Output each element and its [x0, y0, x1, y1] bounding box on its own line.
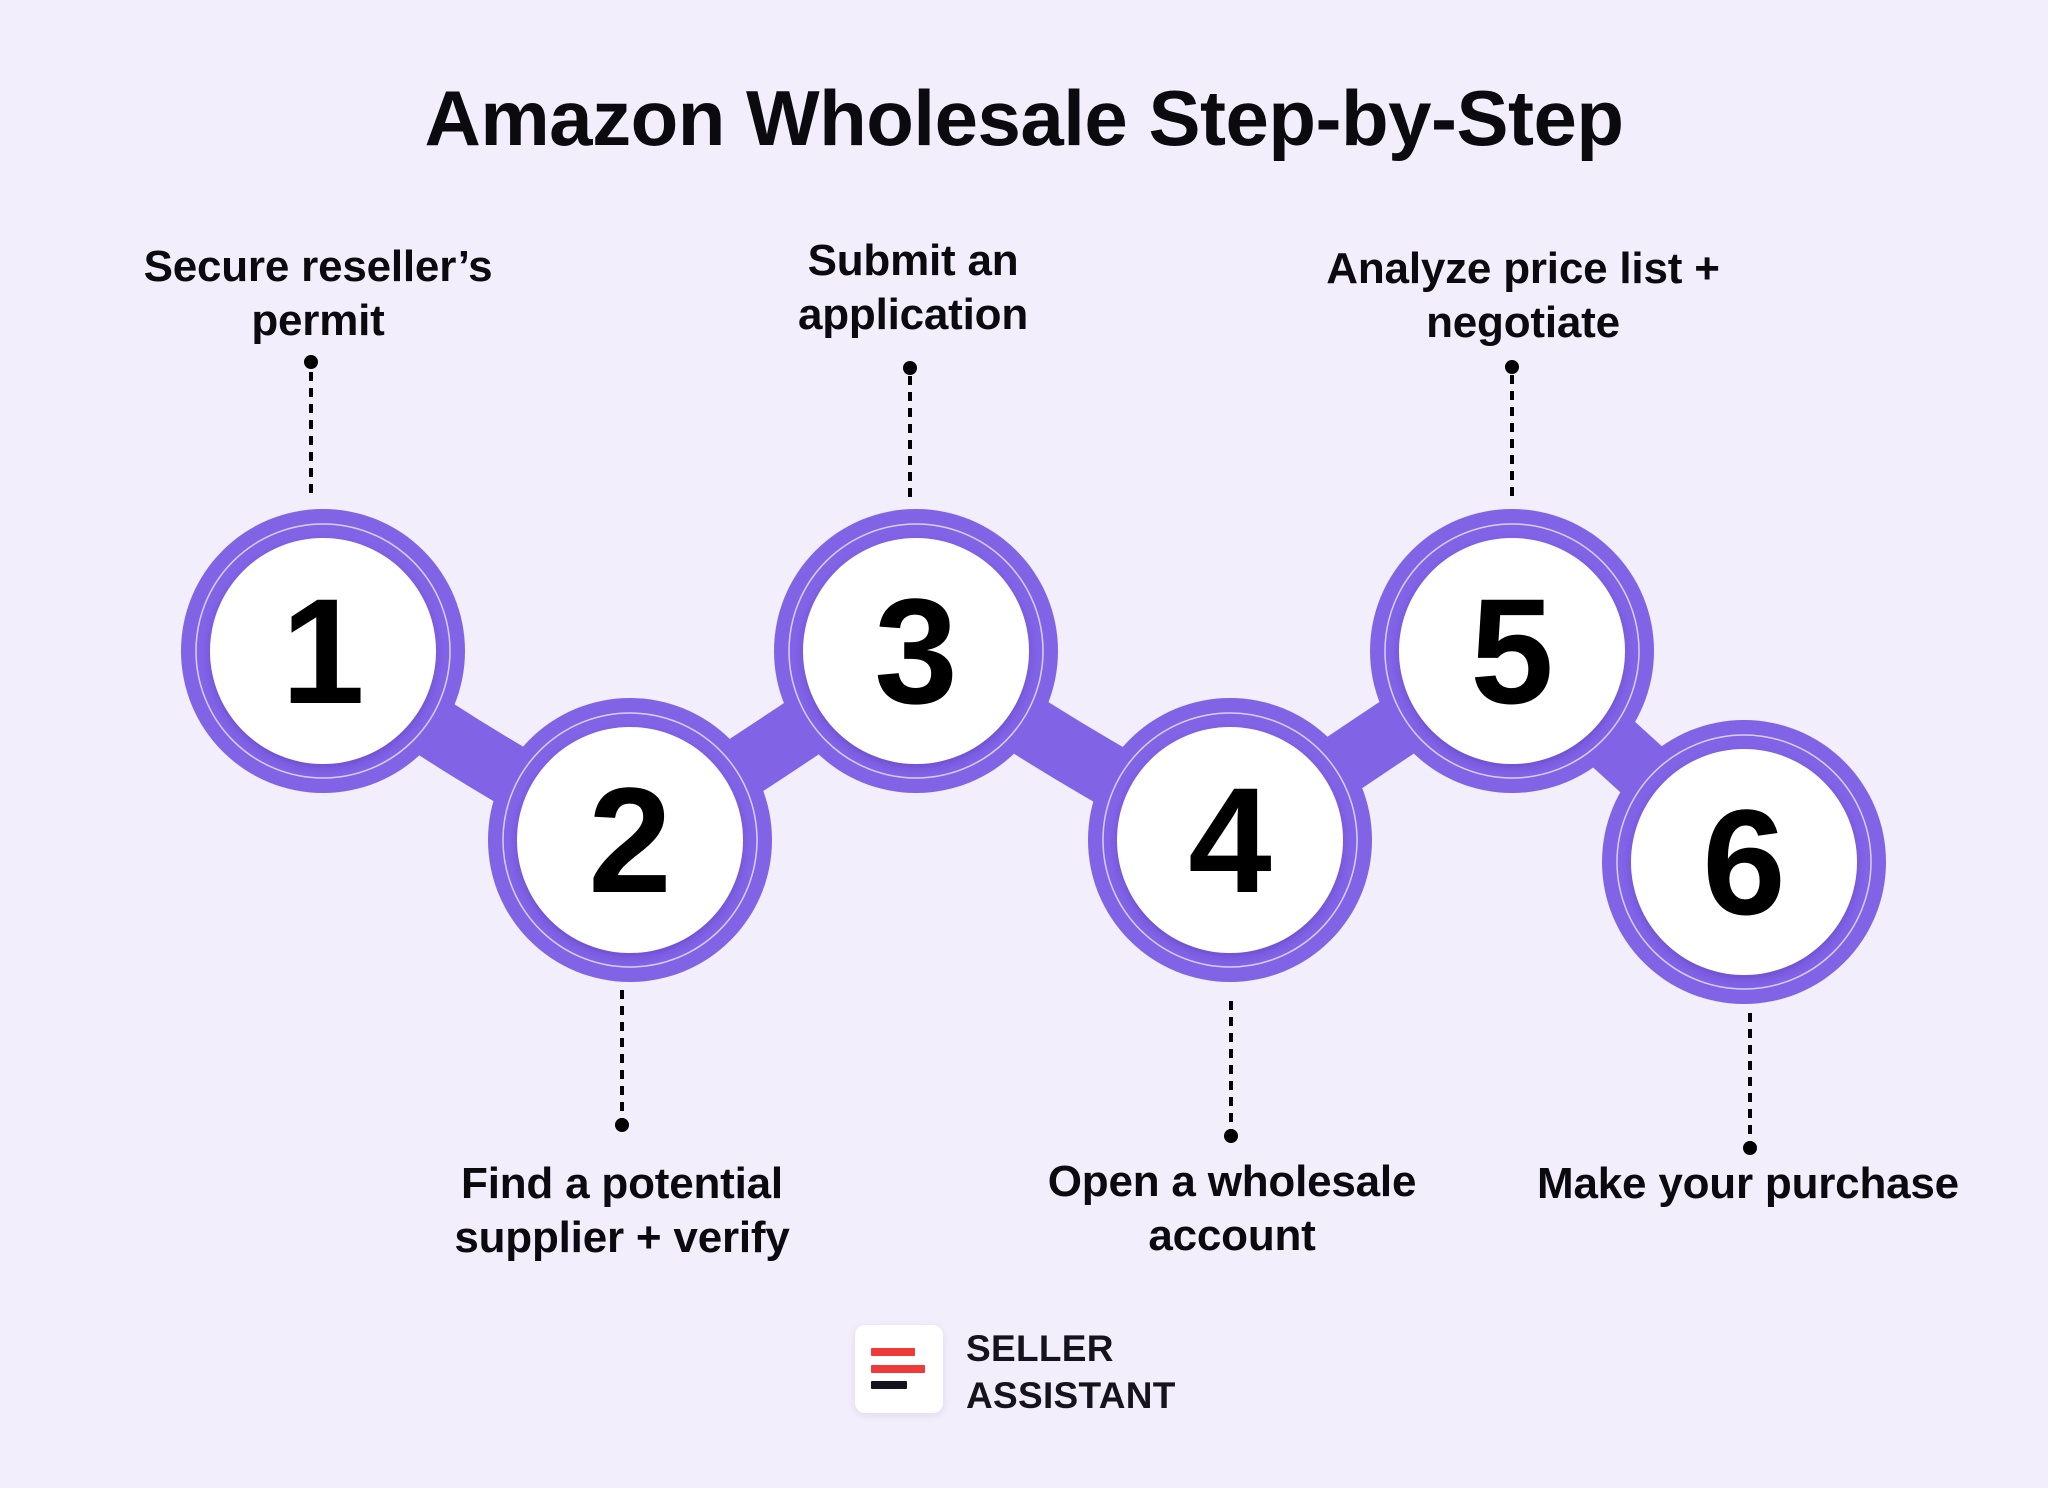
page-title: Amazon Wholesale Step-by-Step: [424, 74, 1625, 162]
step-number-4: 4: [1188, 756, 1272, 924]
step-label-3-line1: Submit an: [807, 236, 1019, 285]
leader-dot-4: [1224, 1129, 1238, 1143]
seller-assistant-logo-icon: [855, 1325, 943, 1413]
logo-bar-red-top: [871, 1348, 915, 1356]
step-label-2-line1: Find a potential: [461, 1159, 783, 1208]
leader-dot-6: [1743, 1141, 1757, 1155]
step-circle-2: [488, 698, 772, 982]
step-number-2: 2: [588, 756, 672, 924]
leader-dot-2: [615, 1118, 629, 1132]
step-circle-3: [774, 509, 1058, 793]
step-label-1-line1: Secure reseller’s: [143, 242, 493, 291]
step-number-3: 3: [874, 567, 958, 735]
step-label-5-line2: negotiate: [1426, 298, 1620, 347]
step-label-4-line2: account: [1148, 1211, 1316, 1260]
step-number-6: 6: [1702, 778, 1786, 946]
leader-dots: [304, 355, 1757, 1155]
logo-bar-dark-bottom: [871, 1381, 907, 1389]
step-circle-6: [1602, 720, 1886, 1004]
brand-name-line1: SELLER: [966, 1328, 1114, 1369]
step-label-4: Open a wholesale account: [972, 1155, 1492, 1263]
leader-dot-1: [304, 355, 318, 369]
step-circle-1: [181, 509, 465, 793]
step-label-5: Analyze price list + negotiate: [1263, 242, 1783, 350]
step-label-6: Make your purchase: [1488, 1157, 2008, 1211]
step-label-5-line1: Analyze price list +: [1326, 244, 1720, 293]
leader-dot-5: [1505, 360, 1519, 374]
step-number-5: 5: [1470, 567, 1554, 735]
logo-bar-red-middle: [871, 1365, 925, 1373]
brand-name-line2: ASSISTANT: [966, 1375, 1176, 1416]
step-circle-5: [1370, 509, 1654, 793]
step-circle-4: [1088, 698, 1372, 982]
step-label-3-line2: application: [797, 290, 1029, 339]
leader-lines: [309, 372, 1752, 1142]
step-number-1: 1: [281, 567, 365, 735]
leader-dot-3: [903, 361, 917, 375]
step-label-1-line2: permit: [251, 296, 385, 345]
brand-name: SELLER ASSISTANT: [966, 1325, 1176, 1419]
step-label-1: Secure reseller’s permit: [58, 240, 578, 348]
step-label-3: Submit an application: [653, 234, 1173, 342]
step-label-2: Find a potential supplier + verify: [362, 1157, 882, 1265]
step-label-6-line1: Make your purchase: [1537, 1159, 1959, 1208]
step-label-2-line2: supplier + verify: [454, 1213, 790, 1262]
step-label-4-line1: Open a wholesale: [1047, 1157, 1417, 1206]
